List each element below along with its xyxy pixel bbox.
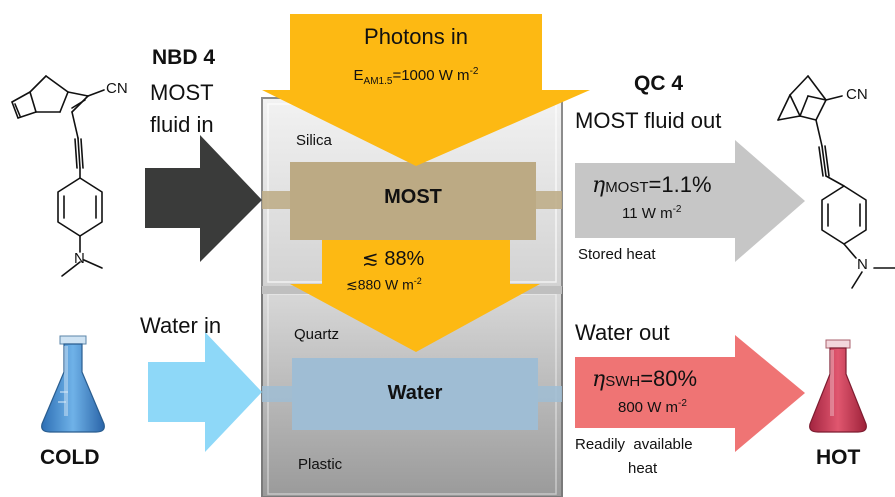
- water-out-arrow: [575, 335, 805, 452]
- water-channel-label: Water: [387, 382, 443, 404]
- qc-n-label: N: [857, 256, 868, 273]
- stored-heat-label: Stored heat: [578, 246, 656, 263]
- water-out-label: Water out: [575, 320, 670, 345]
- transmitted-arrow: [290, 240, 540, 352]
- water-out-power-sup: -2: [678, 398, 687, 409]
- photon-arrow: [262, 14, 590, 166]
- photons-title: Photons in: [364, 24, 468, 49]
- quartz-label: Quartz: [294, 326, 340, 343]
- nbd-compound-label: NBD 4: [152, 46, 216, 69]
- swh-eta-value: =80%: [640, 366, 698, 391]
- qc-compound-label: QC 4: [634, 72, 684, 95]
- water-out-power-value: 800 W m: [618, 399, 679, 416]
- water-in-label: Water in: [140, 313, 222, 338]
- swh-efficiency: ηSWH=80%: [592, 366, 697, 392]
- transmission-power: ≲880 W m-2: [346, 276, 422, 294]
- most-out-power-sup: -2: [672, 204, 682, 215]
- nbd-cn-label: CN: [106, 80, 128, 97]
- water-out-power: 800 W m-2: [618, 398, 687, 416]
- irradiance-superscript: -2: [469, 66, 479, 77]
- most-out-arrow: [575, 140, 805, 262]
- most-eta-subscript: MOST: [605, 179, 649, 196]
- qc-structure: [777, 75, 895, 289]
- qc-cn-label: CN: [846, 86, 868, 103]
- most-fluid-out-label: MOST fluid out: [575, 108, 722, 133]
- transmission-percent: ≲ 88%: [362, 248, 425, 270]
- most-channel: [262, 162, 562, 240]
- transmission-power-value: ≲880 W m: [346, 276, 414, 293]
- most-eta-value: =1.1%: [648, 172, 712, 197]
- nbd-n-label: N: [74, 250, 85, 267]
- most-efficiency: ηMOST=1.1%: [592, 172, 712, 198]
- most-out-power-value: 11 W m: [622, 205, 673, 222]
- cold-flask-icon: [41, 335, 105, 433]
- plastic-label: Plastic: [298, 456, 343, 473]
- hot-flask-icon: [809, 339, 867, 433]
- irradiance-prefix: E: [353, 67, 364, 84]
- cold-label: COLD: [40, 446, 100, 469]
- silica-label: Silica: [296, 132, 332, 149]
- swh-eta-symbol: η: [592, 367, 606, 392]
- irradiance-label: EAM1.5=1000 W m-2: [300, 66, 532, 87]
- most-out-power: 11 W m-2: [622, 204, 681, 222]
- irradiance-value: =1000 W m: [392, 67, 470, 84]
- transmission-power-sup: -2: [413, 276, 422, 286]
- available-heat-line2: heat: [628, 460, 658, 477]
- most-channel-label: MOST: [384, 186, 442, 208]
- water-channel: [262, 358, 562, 430]
- most-fluid-in-line1: MOST: [150, 80, 214, 105]
- hot-label: HOT: [816, 446, 861, 469]
- nbd-structure: [11, 75, 105, 277]
- most-in-arrow: [145, 135, 262, 262]
- most-eta-symbol: η: [592, 173, 606, 198]
- available-heat-line1: Readily available: [575, 436, 693, 453]
- most-fluid-in-line2: fluid in: [150, 112, 214, 137]
- swh-eta-subscript: SWH: [605, 373, 641, 390]
- irradiance-subscript: AM1.5: [363, 76, 393, 87]
- water-in-arrow: [148, 332, 262, 452]
